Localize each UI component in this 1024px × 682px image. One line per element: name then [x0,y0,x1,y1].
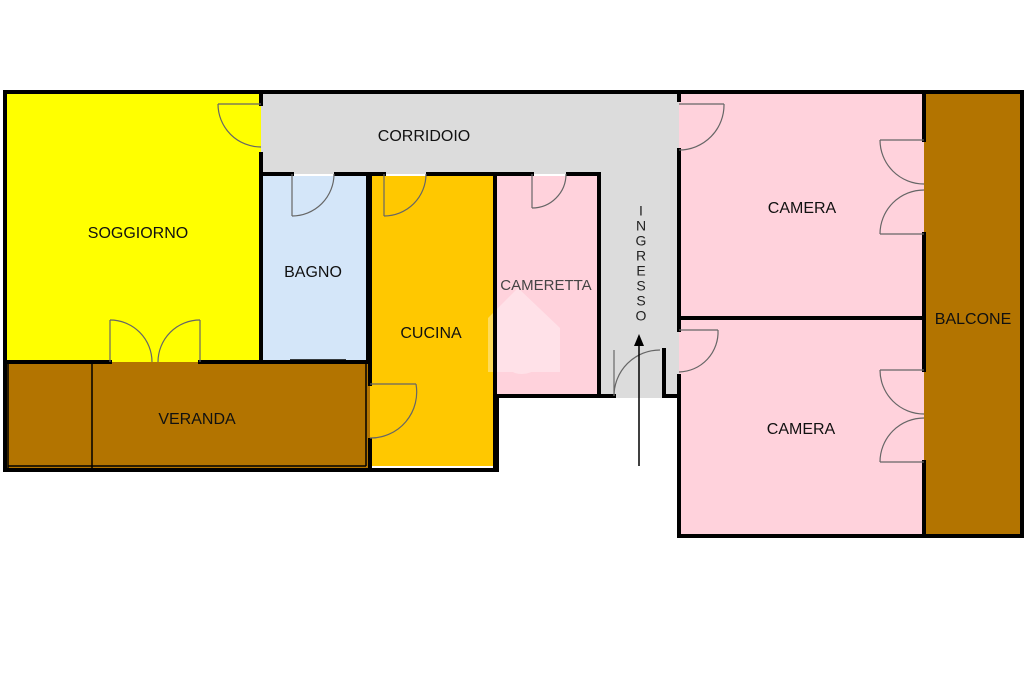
cameretta-area [497,176,599,396]
cameretta-label: CAMERETTA [500,277,591,294]
bagno-area [263,176,368,360]
entrance-arrow [634,334,644,466]
soggiorno-area [7,94,261,362]
soggiorno-label: SOGGIORNO [88,225,188,242]
camera-bottom-label: CAMERA [767,421,836,438]
ingresso-letter: N [636,218,646,234]
ingresso-letter: G [636,233,647,249]
bagno-label: BAGNO [284,264,342,281]
veranda-area [7,362,370,468]
cucina-area [370,176,495,466]
corridoio-label: CORRIDOIO [378,128,470,145]
ingresso-letter: R [636,248,646,264]
watermark-logo [488,288,560,374]
camera-top-label: CAMERA [768,200,837,217]
balcone-label: BALCONE [935,311,1011,328]
camera-top-area [679,94,924,318]
ingresso-letter: E [636,263,645,279]
ingresso-letter: S [636,278,645,294]
veranda-label: VERANDA [158,411,236,428]
balcone-area [924,94,1021,534]
ingresso-letter: I [639,203,643,219]
doors [109,103,925,463]
ingresso-letter: O [636,308,647,324]
walls [3,90,1024,538]
camera-bottom-area [679,318,924,534]
cucina-label: CUCINA [400,325,462,342]
ingresso-letter: S [636,293,645,309]
